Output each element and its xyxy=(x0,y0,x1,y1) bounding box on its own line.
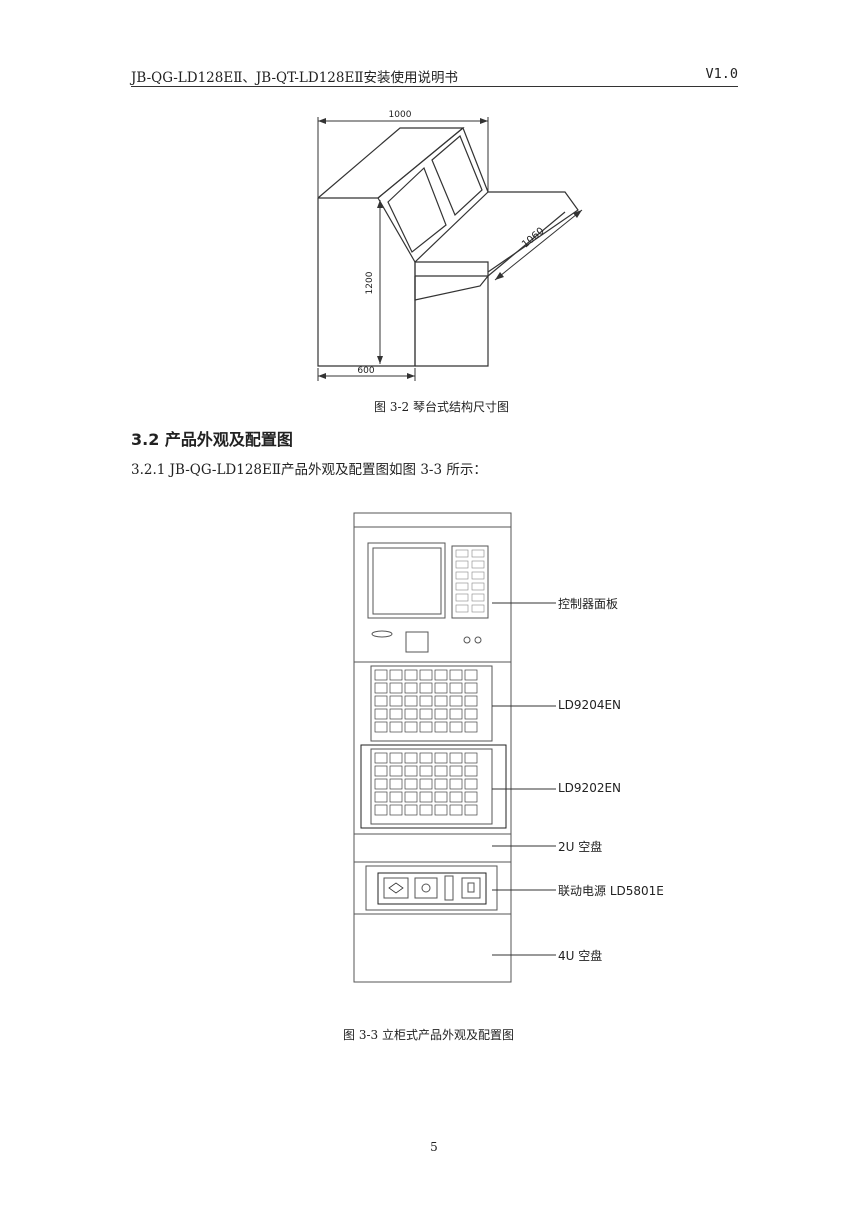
ld9204en-module-grid xyxy=(374,669,478,733)
module-cell xyxy=(404,708,418,720)
module-cell xyxy=(419,765,433,777)
module-cell xyxy=(449,752,463,764)
label-2u-blank: 2U 空盘 xyxy=(558,840,603,854)
module-cell xyxy=(434,778,448,790)
module-cell xyxy=(434,669,448,681)
module-cell xyxy=(449,682,463,694)
module-cell xyxy=(449,765,463,777)
module-cell xyxy=(434,695,448,707)
module-cell xyxy=(419,778,433,790)
module-cell xyxy=(374,791,388,803)
section-heading: 3.2 产品外观及配置图 xyxy=(131,430,293,449)
module-cell xyxy=(464,708,478,720)
module-cell xyxy=(404,804,418,816)
module-cell xyxy=(374,708,388,720)
label-ld9204en: LD9204EN xyxy=(558,698,622,712)
module-cell xyxy=(404,669,418,681)
label-power-unit: 联动电源 LD5801E xyxy=(558,884,664,898)
module-cell xyxy=(464,804,478,816)
module-cell xyxy=(434,804,448,816)
module-cell xyxy=(464,765,478,777)
dim-height-label: 1200 xyxy=(365,271,375,294)
module-cell xyxy=(374,695,388,707)
module-cell xyxy=(389,791,403,803)
module-cell xyxy=(374,682,388,694)
module-cell xyxy=(404,791,418,803)
module-cell xyxy=(389,669,403,681)
display-icon xyxy=(388,882,404,894)
module-cell xyxy=(434,721,448,733)
dim-width-label: 1000 xyxy=(389,110,412,120)
module-cell xyxy=(419,708,433,720)
controller-key-grid xyxy=(455,549,485,613)
module-cell xyxy=(464,695,478,707)
module-cell xyxy=(434,791,448,803)
module-cell xyxy=(404,752,418,764)
module-cell xyxy=(419,804,433,816)
module-cell xyxy=(449,721,463,733)
module-cell xyxy=(374,752,388,764)
module-cell xyxy=(389,752,403,764)
module-cell xyxy=(419,721,433,733)
label-4u-blank: 4U 空盘 xyxy=(558,949,603,963)
module-cell xyxy=(374,804,388,816)
module-cell xyxy=(404,778,418,790)
label-ld9202en: LD9202EN xyxy=(558,781,622,795)
header-title: JB-QG-LD128EⅡ、JB-QT-LD128EⅡ安装使用说明书 xyxy=(131,70,459,86)
module-cell xyxy=(449,708,463,720)
module-cell xyxy=(464,778,478,790)
module-cell xyxy=(464,791,478,803)
module-cell xyxy=(374,778,388,790)
module-cell xyxy=(389,778,403,790)
dim-base-label: 600 xyxy=(357,366,374,376)
module-cell xyxy=(464,669,478,681)
module-cell xyxy=(464,721,478,733)
module-cell xyxy=(404,695,418,707)
figure-3-2-caption: 图 3-2 琴台式结构尺寸图 xyxy=(374,400,509,414)
module-cell xyxy=(419,695,433,707)
module-cell xyxy=(389,721,403,733)
label-controller-panel: 控制器面板 xyxy=(558,597,619,611)
module-cell xyxy=(434,708,448,720)
page-header: JB-QG-LD128EⅡ、JB-QT-LD128EⅡ安装使用说明书 V1.0 xyxy=(131,66,738,87)
cabinet-configuration-drawing xyxy=(353,512,556,983)
figure-3-3-caption: 图 3-3 立柜式产品外观及配置图 xyxy=(343,1028,514,1042)
console-dimension-drawing: 1000 1060 1200 600 xyxy=(317,110,583,381)
module-cell xyxy=(464,682,478,694)
header-version: V1.0 xyxy=(705,66,738,82)
module-cell xyxy=(374,721,388,733)
module-cell xyxy=(449,804,463,816)
module-cell xyxy=(389,804,403,816)
module-cell xyxy=(389,695,403,707)
module-cell xyxy=(419,669,433,681)
module-cell xyxy=(449,695,463,707)
ld9202en-module-grid xyxy=(374,752,478,816)
module-cell xyxy=(374,765,388,777)
module-cell xyxy=(374,669,388,681)
module-cell xyxy=(434,765,448,777)
module-cell xyxy=(434,682,448,694)
dim-depth-label: 1060 xyxy=(520,226,547,251)
module-cell xyxy=(404,721,418,733)
module-cell xyxy=(464,752,478,764)
module-cell xyxy=(449,669,463,681)
page-number: 5 xyxy=(430,1140,438,1154)
module-cell xyxy=(404,682,418,694)
body-paragraph: 3.2.1 JB-QG-LD128EⅡ产品外观及配置图如图 3-3 所示： xyxy=(131,462,487,478)
module-cell xyxy=(389,708,403,720)
module-cell xyxy=(419,791,433,803)
module-cell xyxy=(404,765,418,777)
module-cell xyxy=(449,778,463,790)
module-cell xyxy=(389,765,403,777)
module-cell xyxy=(434,752,448,764)
module-cell xyxy=(449,791,463,803)
module-cell xyxy=(419,752,433,764)
module-cell xyxy=(419,682,433,694)
module-cell xyxy=(389,682,403,694)
